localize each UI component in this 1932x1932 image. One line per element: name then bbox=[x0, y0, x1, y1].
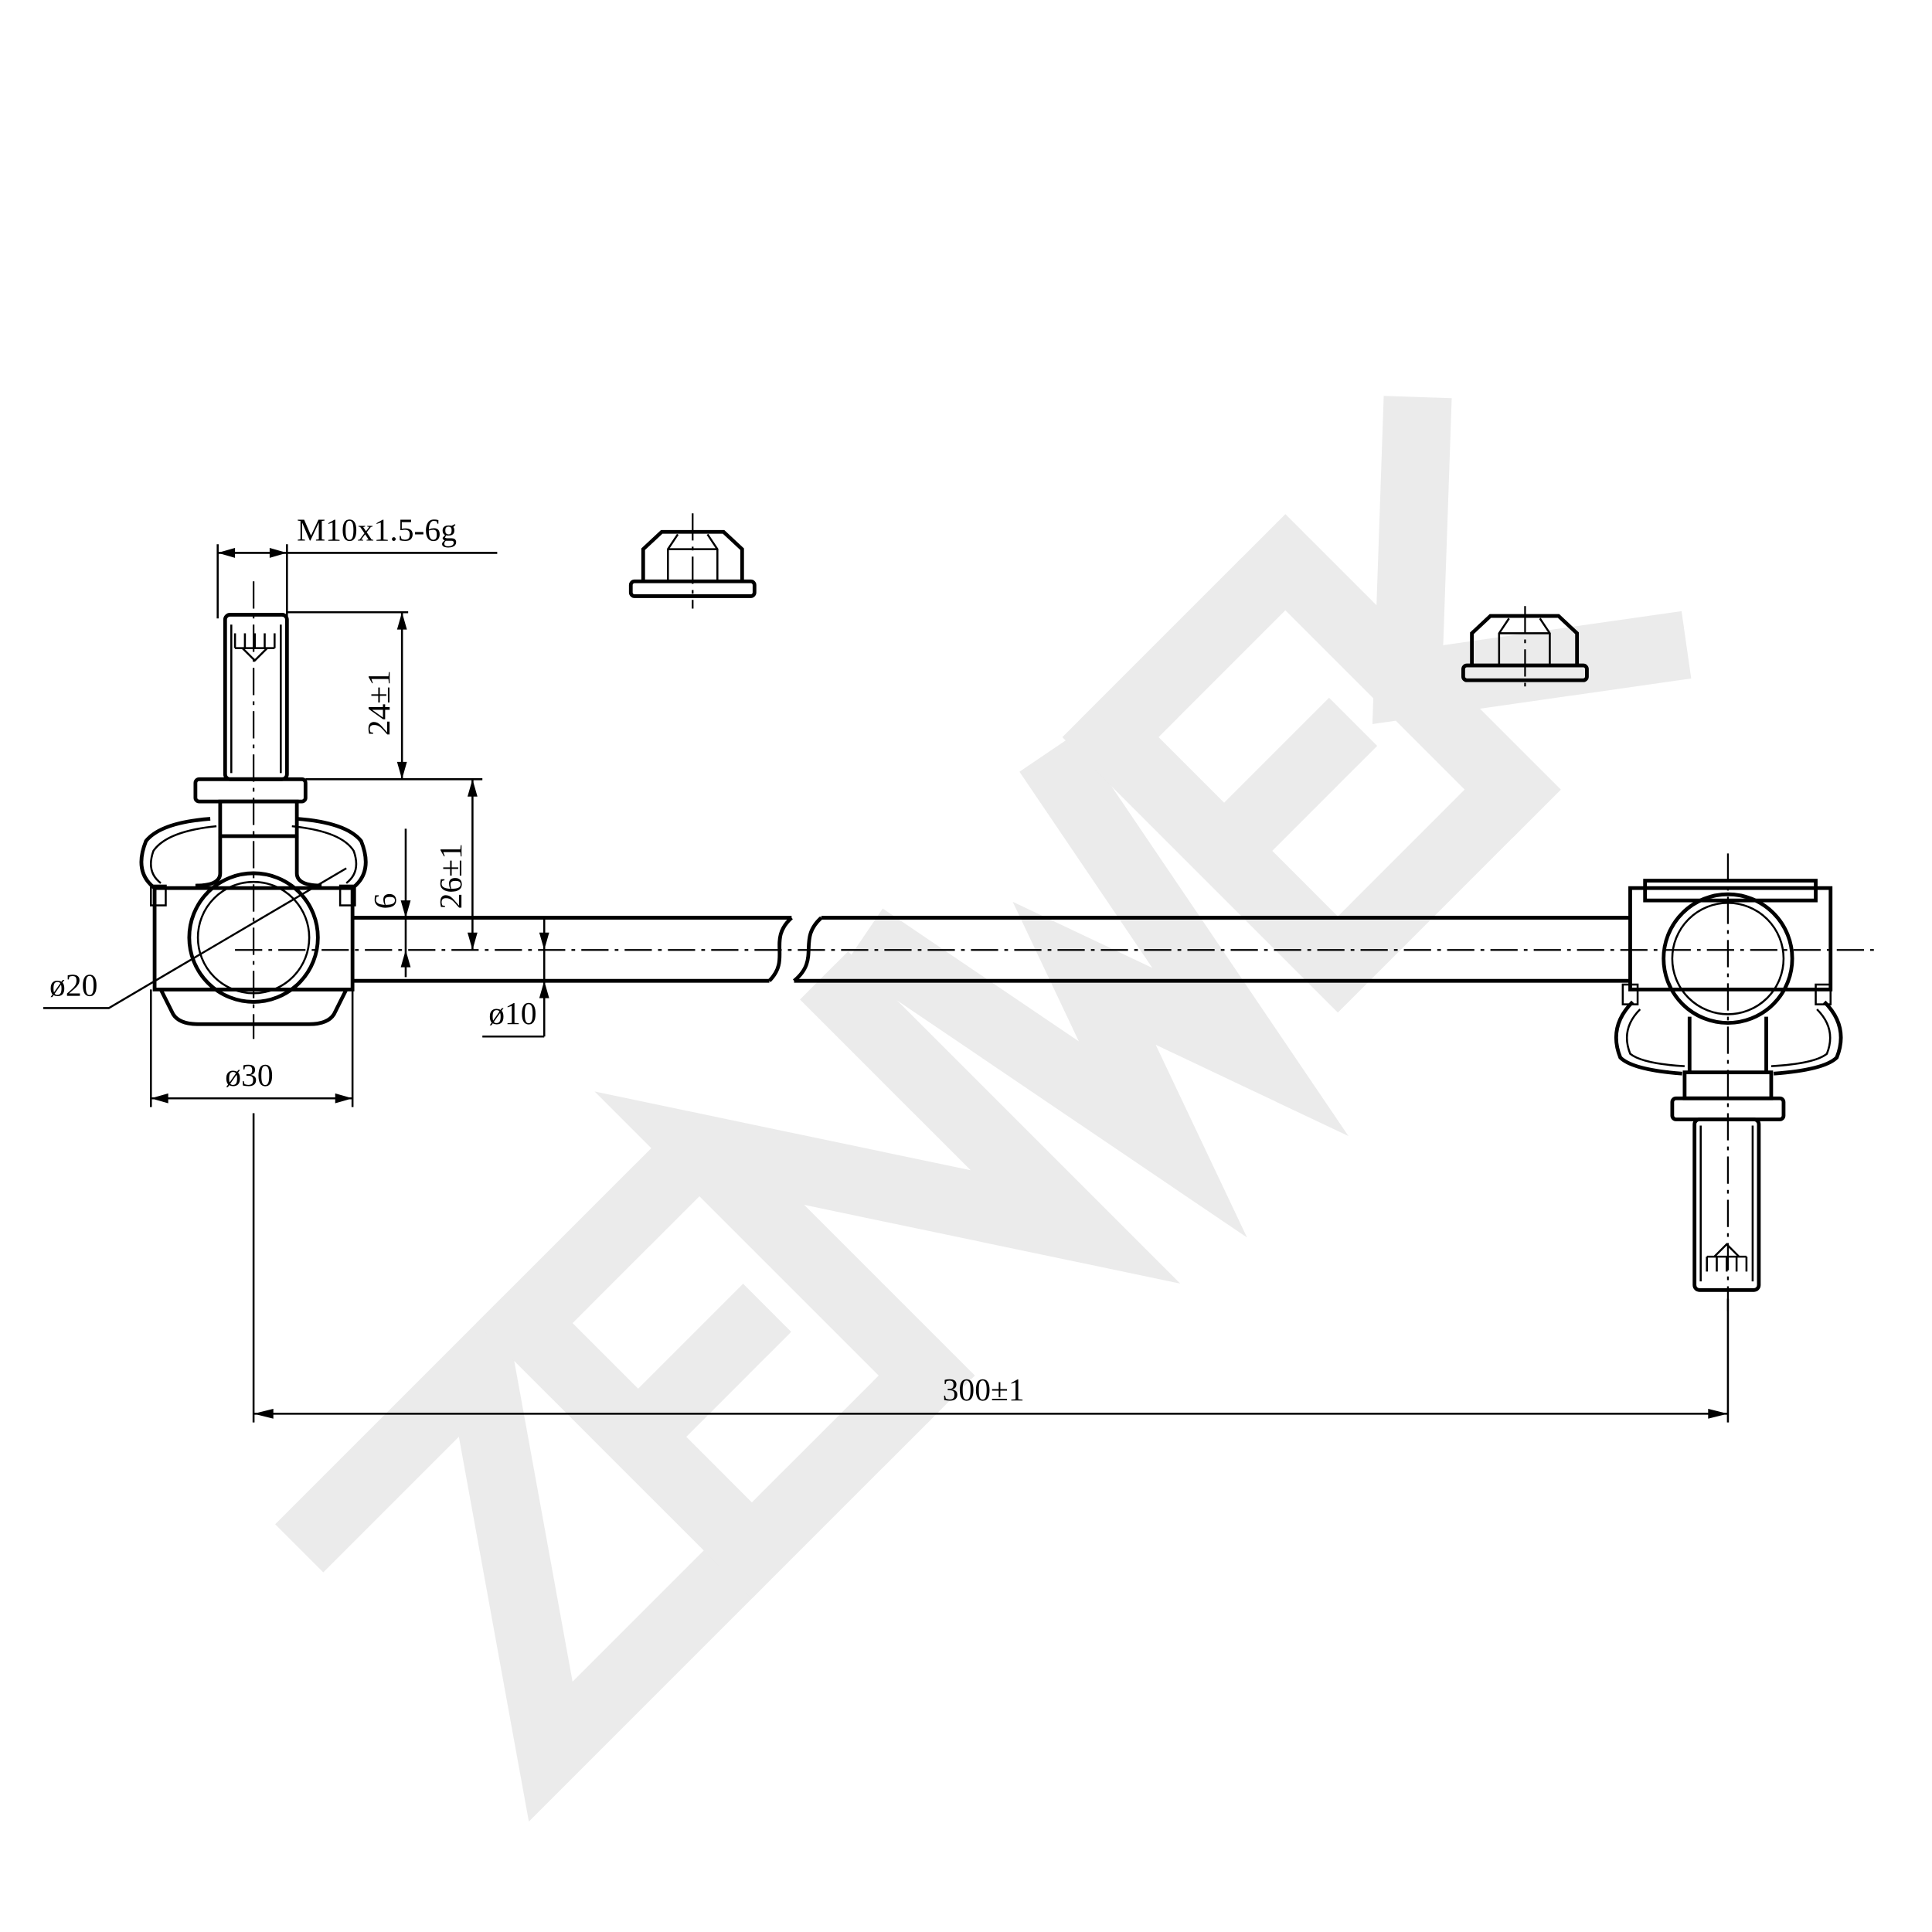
dimension-lines bbox=[43, 544, 1730, 1423]
center-distance-label: 300±1 bbox=[943, 1372, 1025, 1408]
centerlines bbox=[235, 513, 1874, 1311]
right-ball-joint bbox=[1614, 879, 1843, 1292]
rod bbox=[352, 916, 1631, 983]
ball-diameter-label: ø20 bbox=[49, 968, 97, 1003]
flange-nut-2 bbox=[1461, 614, 1589, 682]
thread-label: M10x1.5-6g bbox=[297, 512, 457, 548]
rod-diameter-label: ø10 bbox=[488, 996, 536, 1032]
stud-length-label: 24±1 bbox=[362, 670, 397, 736]
left-ball-joint bbox=[139, 613, 368, 1026]
arrowheads bbox=[151, 548, 1728, 1419]
flange-nut-1 bbox=[628, 529, 757, 598]
watermark-logo bbox=[275, 396, 1692, 1822]
height-label: 26±1 bbox=[434, 843, 469, 909]
housing-diameter-label: ø30 bbox=[225, 1058, 273, 1094]
offset-label: 6 bbox=[368, 893, 403, 910]
